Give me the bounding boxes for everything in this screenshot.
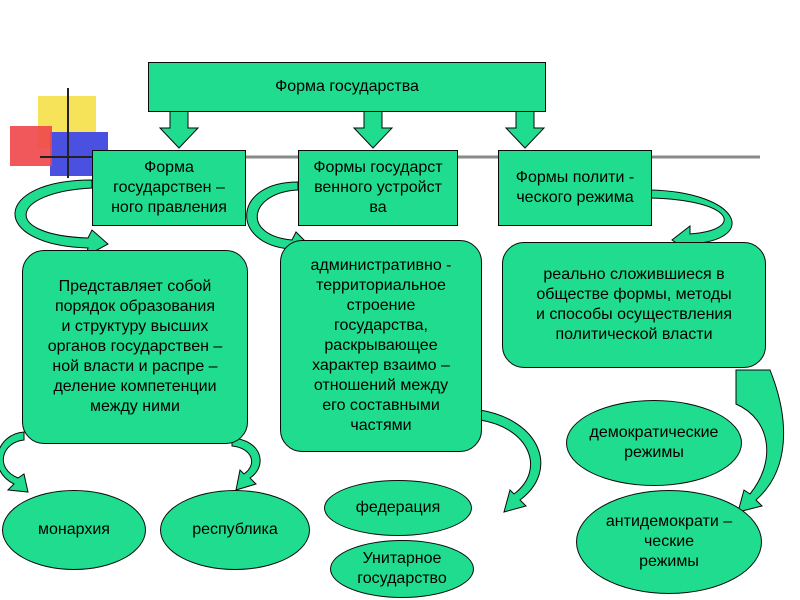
type-republic: республика <box>160 490 310 570</box>
title-text: Форма государства <box>275 78 419 95</box>
category-government-form: Форма государствен – ного правления <box>92 150 246 226</box>
type-antidemocratic: антидемократи – ческие режимы <box>576 490 762 594</box>
type-democratic: демократические режимы <box>566 400 742 486</box>
type-monarchy: монархия <box>2 490 146 570</box>
category-label: Формы государст венного устройст ва <box>313 159 443 216</box>
type-label: монархия <box>38 521 110 538</box>
description-political-regime: реально сложившиеся в обществе формы, ме… <box>502 242 766 368</box>
type-label: республика <box>192 521 278 538</box>
page-title: Форма государства <box>148 62 546 112</box>
description-text: Представляет собой порядок образования и… <box>47 278 223 415</box>
category-label: Форма государствен – ного правления <box>111 159 227 216</box>
description-state-structure: административно - территориальное строен… <box>280 240 482 452</box>
description-text: административно - территориальное строен… <box>310 257 452 434</box>
description-government-form: Представляет собой порядок образования и… <box>22 250 248 444</box>
category-political-regime: Формы полити - ческого режима <box>498 150 652 226</box>
category-state-structure: Формы государст венного устройст ва <box>298 150 458 226</box>
type-unitary: Унитарное государство <box>330 540 474 598</box>
type-federation: федерация <box>324 480 472 536</box>
description-text: реально сложившиеся в обществе формы, ме… <box>535 266 733 343</box>
type-label: антидемократи – ческие режимы <box>605 513 733 570</box>
type-label: федерация <box>355 499 441 516</box>
category-label: Формы полити - ческого режима <box>515 169 635 206</box>
type-label: Унитарное государство <box>357 550 447 587</box>
type-label: демократические режимы <box>589 424 719 461</box>
